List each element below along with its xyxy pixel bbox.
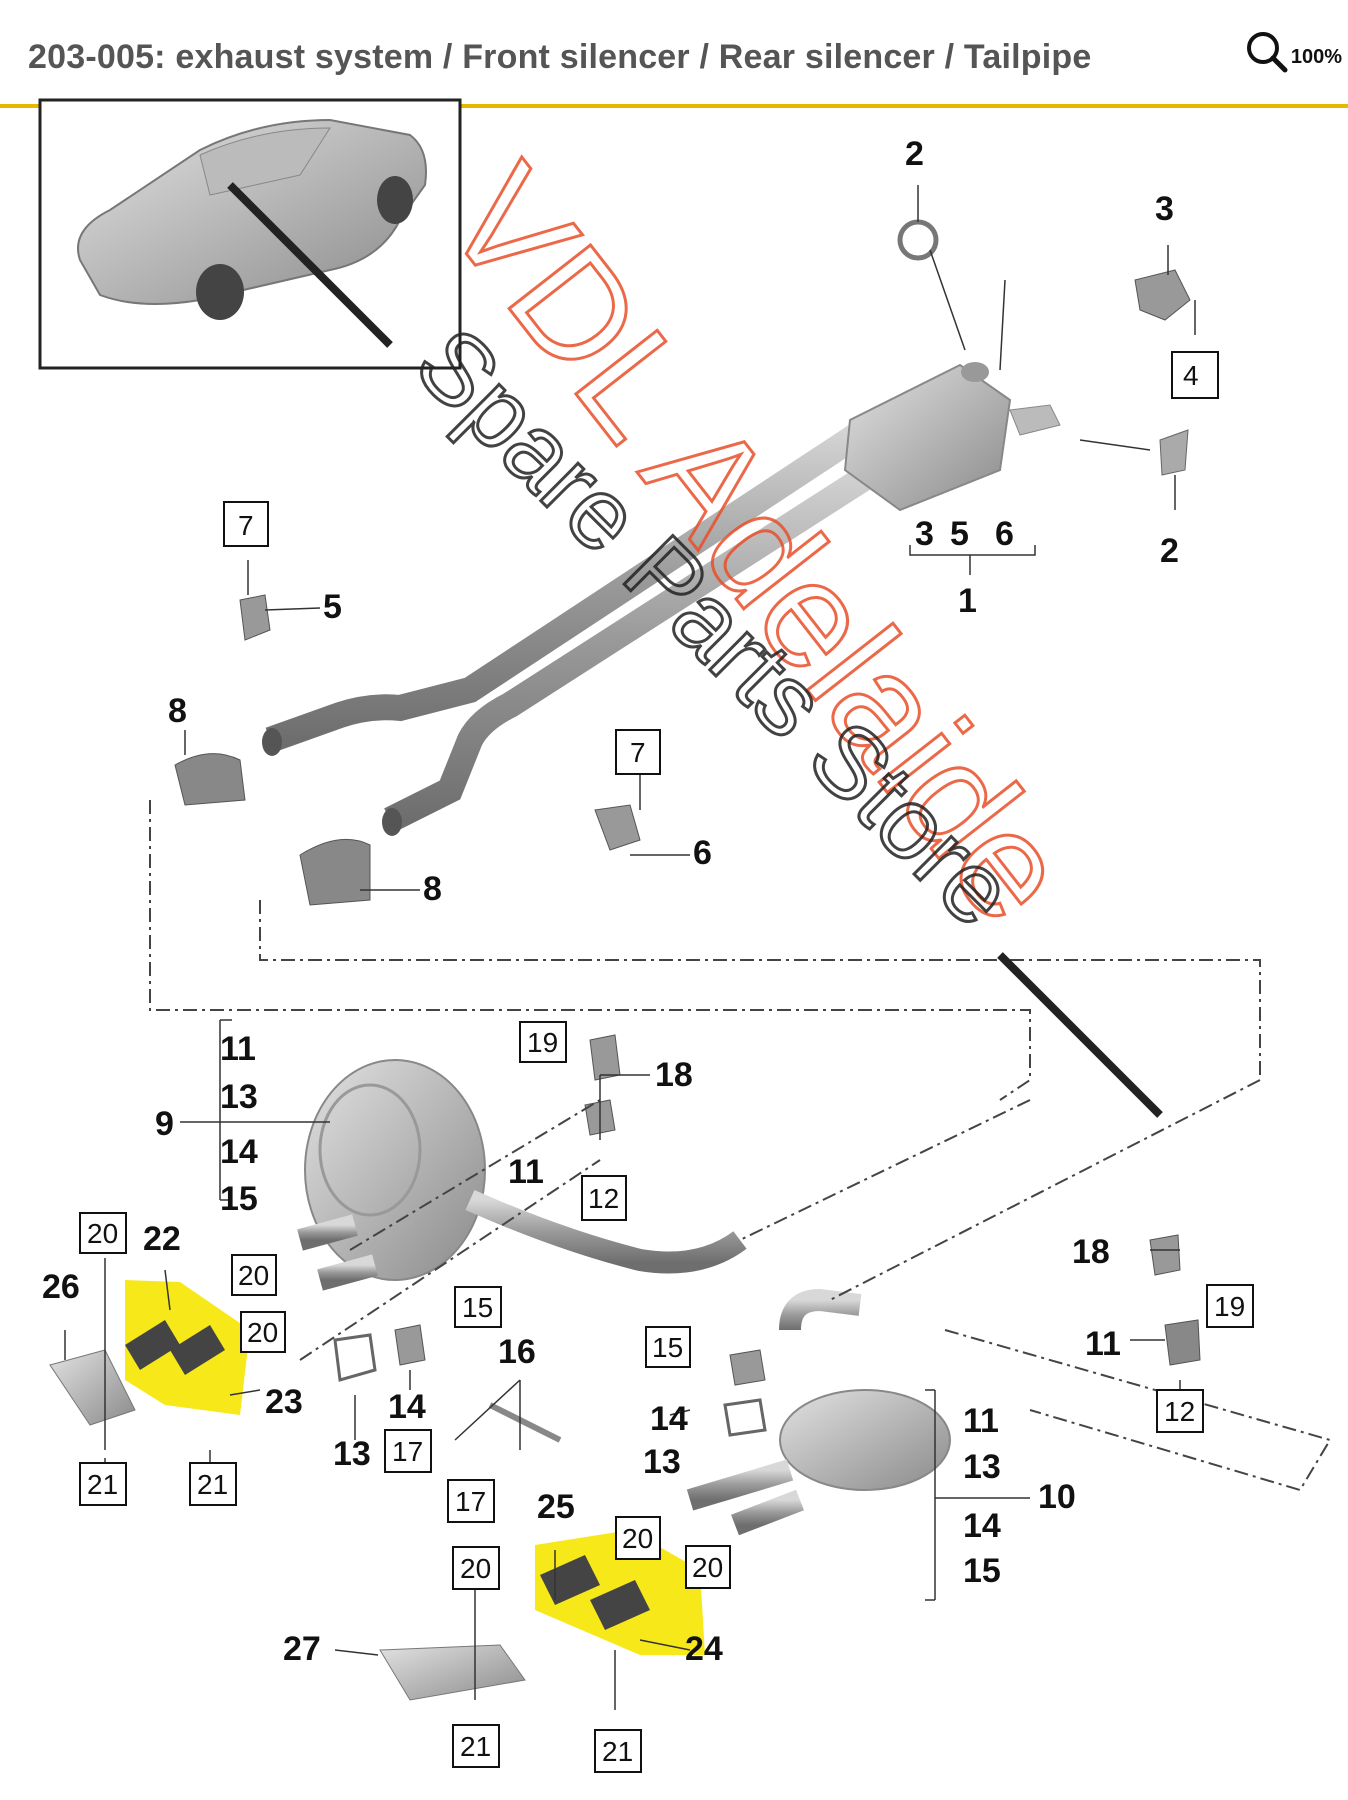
- callout-17a: 17: [392, 1436, 423, 1467]
- front-silencer: [843, 362, 1061, 512]
- callout-10: 10: [1038, 1478, 1076, 1516]
- callout-25: 25: [537, 1488, 575, 1526]
- callout-20d: 20: [622, 1523, 653, 1554]
- callout-11b: 11: [508, 1153, 544, 1191]
- callout-11a: 11: [220, 1030, 256, 1068]
- callout-labels: 2 3 2 3 5 6 1 5 8 6 8 11 13 9 14 15 18 1…: [42, 135, 1179, 1668]
- rear-silencer-right: [686, 1288, 951, 1536]
- callout-2b: 2: [1160, 532, 1179, 570]
- rear-silencer-left: [297, 1059, 747, 1291]
- callout-8b: 8: [423, 870, 442, 908]
- callout-8a: 8: [168, 692, 187, 730]
- watermark: VDL Adelaide Spare Parts Store: [393, 135, 1163, 1118]
- callout-20c: 20: [247, 1317, 278, 1348]
- connection-lines: [149, 800, 1332, 1492]
- callout-1: 1: [958, 582, 977, 620]
- callout-21b: 21: [197, 1469, 228, 1500]
- callout-6b: 6: [995, 515, 1014, 553]
- callout-21d: 21: [602, 1736, 633, 1767]
- page-header: 203-005: exhaust system / Front silencer…: [0, 0, 1348, 108]
- callout-11c: 11: [1085, 1325, 1121, 1363]
- callout-15b: 15: [462, 1292, 493, 1323]
- callout-27: 27: [283, 1630, 321, 1668]
- callout-20a: 20: [87, 1218, 118, 1249]
- callout-9: 9: [155, 1105, 174, 1143]
- callout-18b: 18: [1072, 1233, 1110, 1271]
- callout-20e: 20: [692, 1552, 723, 1583]
- zoom-level: 100%: [1290, 45, 1342, 68]
- callout-18a: 18: [655, 1056, 693, 1094]
- callout-13b: 13: [333, 1435, 371, 1473]
- page-title: 203-005: exhaust system / Front silencer…: [28, 38, 1092, 76]
- callout-12b: 12: [1164, 1396, 1195, 1427]
- callout-5: 5: [323, 588, 342, 626]
- boxed-callouts: [79, 351, 1254, 1773]
- magnifier-icon: [1246, 32, 1288, 73]
- callout-13d: 13: [963, 1448, 1001, 1486]
- callout-14b: 14: [388, 1388, 426, 1426]
- callout-13c: 13: [643, 1443, 681, 1481]
- callout-14d: 14: [963, 1507, 1001, 1545]
- callout-17b: 17: [455, 1486, 486, 1517]
- callout-4: 4: [1183, 360, 1199, 391]
- callout-19a: 19: [527, 1027, 558, 1058]
- watermark-underline: [997, 952, 1163, 1118]
- callout-7a: 7: [238, 510, 254, 541]
- callout-20f: 20: [460, 1553, 491, 1584]
- front-exhaust-pipes: [262, 409, 908, 836]
- callout-22: 22: [143, 1220, 181, 1258]
- zoom-control[interactable]: 100%: [1245, 30, 1342, 74]
- callout-15d: 15: [963, 1552, 1001, 1590]
- callout-16: 16: [498, 1333, 536, 1371]
- callout-26: 26: [42, 1268, 80, 1306]
- callout-7b: 7: [630, 737, 646, 768]
- callout-20b: 20: [238, 1260, 269, 1291]
- callout-15a: 15: [220, 1180, 258, 1218]
- callout-21a: 21: [87, 1469, 118, 1500]
- callout-15c: 15: [652, 1332, 683, 1363]
- callout-19b: 19: [1214, 1291, 1245, 1322]
- tailpipe-covers: [49, 1349, 526, 1701]
- callout-12a: 12: [588, 1183, 619, 1214]
- callout-23: 23: [265, 1383, 303, 1421]
- callout-24: 24: [685, 1630, 723, 1668]
- callout-3: 3: [1155, 190, 1174, 228]
- tailpipe-highlights: [125, 1280, 705, 1655]
- callout-3b: 3: [915, 515, 934, 553]
- callout-13a: 13: [220, 1078, 258, 1116]
- callout-14c: 14: [650, 1400, 688, 1438]
- callout-6: 6: [693, 834, 712, 872]
- boxed-callout-labels: 4 7 7 19 12 20 20 20 15 15 17 17 20 20 2…: [87, 360, 1245, 1767]
- callout-5b: 5: [950, 515, 969, 553]
- callout-11d: 11: [963, 1402, 999, 1440]
- callout-2a: 2: [905, 135, 924, 173]
- callout-21c: 21: [460, 1731, 491, 1762]
- vehicle-thumbnail: [38, 98, 462, 370]
- callout-14a: 14: [220, 1133, 258, 1171]
